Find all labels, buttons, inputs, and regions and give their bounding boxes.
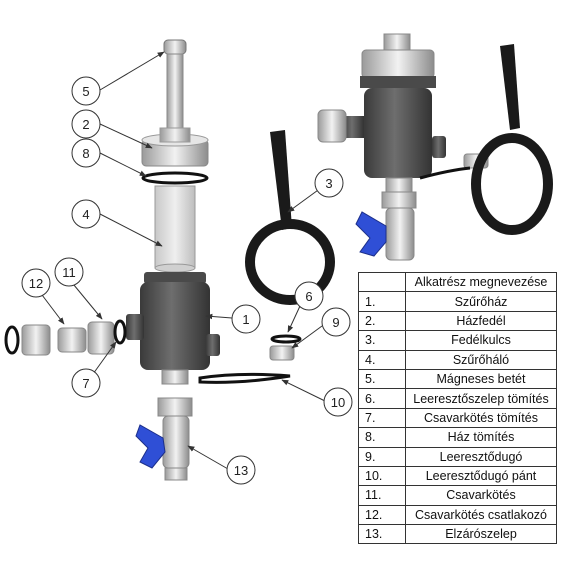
callout-1: 1 (231, 304, 261, 334)
svg-text:7: 7 (82, 376, 89, 391)
callout-12: 12 (21, 268, 51, 298)
drain-plug (269, 345, 295, 361)
callout-6: 6 (294, 281, 324, 311)
table-row: 10.Leeresztődugó pánt (358, 465, 557, 487)
table-row: 8.Ház tömítés (358, 427, 557, 448)
part-name: Leeresztődugó (405, 446, 557, 467)
svg-text:3: 3 (325, 176, 332, 191)
part-number: 10. (358, 465, 406, 487)
part-name: Leeresztődugó pánt (405, 465, 557, 487)
part-name: Elzárószelep (405, 524, 557, 545)
svg-text:2: 2 (82, 117, 89, 132)
part-number: 4. (358, 349, 406, 370)
callout-8: 8 (71, 138, 101, 168)
filter-housing (126, 272, 220, 385)
cap-wrench (245, 130, 335, 305)
union-fitting (4, 319, 127, 356)
part-number: 9. (358, 446, 406, 467)
table-row: 3.Fedélkulcs (358, 330, 557, 351)
table-row: 1.Szűrőház (358, 291, 557, 312)
svg-text:9: 9 (332, 315, 339, 330)
table-row: 7.Csavarkötés tömítés (358, 407, 557, 429)
callout-13: 13 (226, 455, 256, 485)
magnetic-insert (163, 39, 187, 135)
svg-text:10: 10 (331, 395, 345, 410)
part-name: Csavarkötés csatlakozó (405, 504, 557, 526)
housing-cap (141, 127, 209, 167)
svg-text:13: 13 (234, 463, 248, 478)
callout-3: 3 (314, 168, 344, 198)
callout-2: 2 (71, 109, 101, 139)
callout-9: 9 (321, 307, 351, 337)
table-row: 4.Szűrőháló (358, 349, 557, 370)
table-row: 11.Csavarkötés (358, 485, 557, 506)
svg-text:11: 11 (62, 265, 76, 280)
table-row: 2.Házfedél (358, 310, 557, 332)
svg-text:12: 12 (29, 276, 43, 291)
drain-valve-seal (270, 334, 302, 344)
table-row: 5.Mágneses betét (358, 368, 557, 390)
table-header-row: Alkatrész megnevezése (358, 271, 557, 293)
callout-4: 4 (71, 199, 101, 229)
part-number: 5. (358, 368, 406, 390)
callouts: 5 2 8 4 1 3 6 9 10 11 12 7 13 (21, 76, 353, 485)
part-number: 13. (358, 524, 406, 545)
part-name: Csavarkötés (405, 485, 557, 506)
part-name: Leeresztőszelep tömítés (405, 388, 557, 409)
svg-text:1: 1 (242, 312, 249, 327)
part-number: 6. (358, 388, 406, 409)
callout-5: 5 (71, 76, 101, 106)
part-name: Szűrőháló (405, 349, 557, 370)
filter-mesh (154, 185, 196, 273)
callout-11: 11 (54, 257, 84, 287)
callout-leaders (35, 51, 326, 470)
part-number: 12. (358, 504, 406, 526)
part-number: 2. (358, 310, 406, 332)
table-row: 13.Elzárószelep (358, 524, 557, 545)
table-header-title: Alkatrész megnevezése (405, 271, 557, 293)
callout-7: 7 (71, 368, 101, 398)
svg-text:5: 5 (82, 84, 89, 99)
shutoff-valve (135, 397, 193, 481)
part-number: 3. (358, 330, 406, 351)
table-header-num (358, 271, 406, 293)
part-name: Ház tömítés (405, 427, 557, 448)
drain-plug-strap (198, 372, 291, 384)
part-number: 1. (358, 291, 406, 312)
housing-seal (141, 171, 209, 185)
svg-text:6: 6 (305, 289, 312, 304)
part-name: Házfedél (405, 310, 557, 332)
part-number: 8. (358, 427, 406, 448)
table-row: 9.Leeresztődugó (358, 446, 557, 467)
table-row: 6.Leeresztőszelep tömítés (358, 388, 557, 409)
part-name: Fedélkulcs (405, 330, 557, 351)
table-row: 12.Csavarkötés csatlakozó (358, 504, 557, 526)
part-name: Csavarkötés tömítés (405, 407, 557, 429)
assembled-filter (317, 33, 553, 261)
callout-10: 10 (323, 387, 353, 417)
svg-text:4: 4 (82, 207, 89, 222)
part-number: 7. (358, 407, 406, 429)
part-name: Szűrőház (405, 291, 557, 312)
svg-text:8: 8 (82, 146, 89, 161)
part-name: Mágneses betét (405, 368, 557, 390)
part-number: 11. (358, 485, 406, 506)
